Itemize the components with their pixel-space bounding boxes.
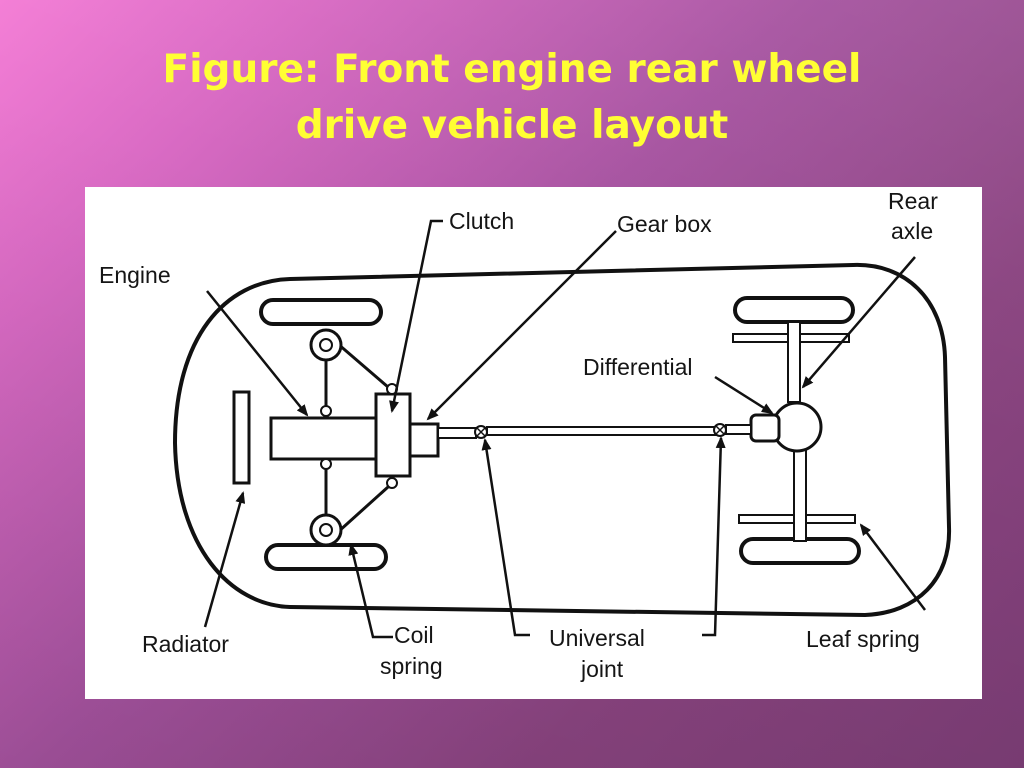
rear-axle-lower bbox=[793, 444, 807, 542]
label-rear-axle-line-1: Rear bbox=[888, 188, 938, 214]
slide-title-line-2: drive vehicle layout bbox=[295, 103, 729, 148]
label-coil-spring-line-2: spring bbox=[380, 653, 443, 679]
engine-leader bbox=[206, 290, 309, 417]
universal-joint-front-leader bbox=[481, 438, 530, 637]
coil-spring-top-center bbox=[319, 338, 333, 352]
engine-mount-top bbox=[320, 405, 332, 417]
label-clutch: Clutch bbox=[449, 208, 514, 234]
clutch-mount-bottom bbox=[386, 477, 398, 489]
vehicle-layout-figure: Engine Clutch Gear box Rear axle Differe… bbox=[85, 187, 982, 699]
propeller-shaft bbox=[486, 426, 717, 436]
label-universal-joint-line-2: joint bbox=[580, 656, 624, 682]
front-link-upper-diagonal bbox=[337, 342, 389, 389]
label-leaf-spring: Leaf spring bbox=[806, 626, 920, 652]
propeller-shaft-rear bbox=[725, 424, 752, 435]
gear-box bbox=[408, 422, 440, 458]
radiator bbox=[232, 390, 251, 485]
differential-pinion bbox=[749, 413, 781, 443]
engine-block bbox=[269, 416, 383, 461]
label-rear-axle-line-2: axle bbox=[891, 218, 933, 244]
label-coil-spring-line-1: Coil bbox=[394, 622, 434, 648]
label-gear-box: Gear box bbox=[617, 211, 712, 237]
clutch-leader bbox=[389, 219, 443, 413]
label-radiator: Radiator bbox=[142, 631, 229, 657]
vehicle-layout-diagram: Engine Clutch Gear box Rear axle Differe… bbox=[99, 188, 952, 682]
slide-title: Figure: Front engine rear wheel drive ve… bbox=[62, 42, 962, 154]
universal-joint-front-cross bbox=[476, 427, 486, 437]
slide-title-line-1: Figure: Front engine rear wheel bbox=[162, 47, 862, 92]
vehicle-body-outline bbox=[172, 262, 952, 618]
rear-axle-upper bbox=[787, 321, 801, 403]
front-left-wheel bbox=[259, 298, 383, 326]
coil-spring-leader bbox=[348, 543, 393, 639]
differential-leader bbox=[714, 375, 774, 415]
coil-spring-bottom-center bbox=[319, 523, 333, 537]
label-universal-joint-line-1: Universal bbox=[549, 625, 645, 651]
gear-box-leader bbox=[426, 230, 617, 421]
label-engine: Engine bbox=[99, 262, 171, 288]
universal-joint-rear-leader bbox=[702, 436, 726, 637]
universal-joint-rear-cross bbox=[715, 425, 725, 435]
label-differential: Differential bbox=[583, 354, 693, 380]
propeller-shaft-front bbox=[437, 427, 477, 439]
rear-left-wheel bbox=[733, 296, 855, 324]
front-link-lower-diagonal bbox=[336, 485, 390, 534]
radiator-leader bbox=[203, 491, 246, 628]
rear-axle-leader bbox=[801, 256, 916, 389]
front-right-wheel bbox=[264, 543, 388, 571]
leaf-spring-leader bbox=[859, 523, 926, 611]
rear-right-wheel bbox=[739, 537, 861, 565]
engine-mount-bottom bbox=[320, 458, 332, 470]
